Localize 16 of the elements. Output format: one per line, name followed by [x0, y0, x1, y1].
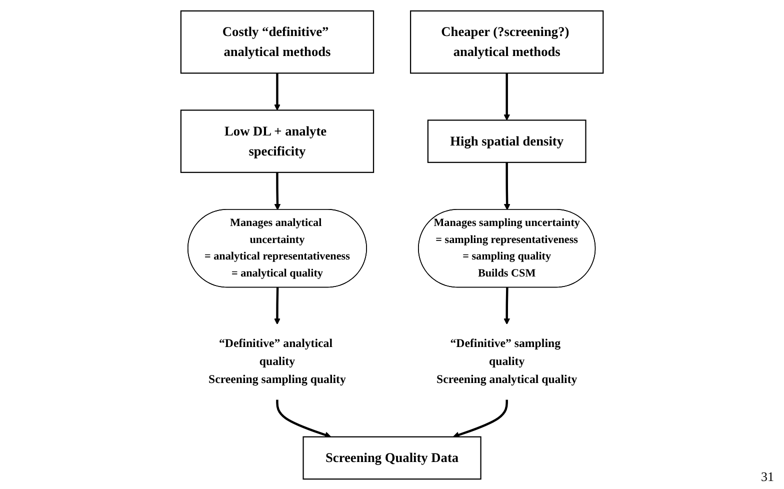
arrow: [274, 287, 280, 324]
page-number: 31: [761, 469, 774, 484]
arrow: [504, 287, 510, 324]
node-text: “Definitive” sampling quality Screening analytical quality: [436, 337, 578, 386]
node-box: Low DL + analyte specificity: [180, 109, 374, 172]
arrow: [504, 162, 510, 210]
arrow: [452, 399, 508, 438]
arrow: [504, 72, 510, 120]
node-box: Costly “definitive” analytical methods: [180, 10, 374, 74]
node-text: “Definitive” analytical quality Screening sampling quality: [208, 337, 346, 386]
node-box: Cheaper (?screening?) analytical methods: [410, 10, 604, 74]
node-box: Screening Quality Data: [302, 436, 482, 480]
arrow: [274, 72, 280, 110]
arrow: [274, 172, 281, 210]
arrow: [276, 399, 332, 438]
node-box: High spatial density: [427, 119, 586, 162]
